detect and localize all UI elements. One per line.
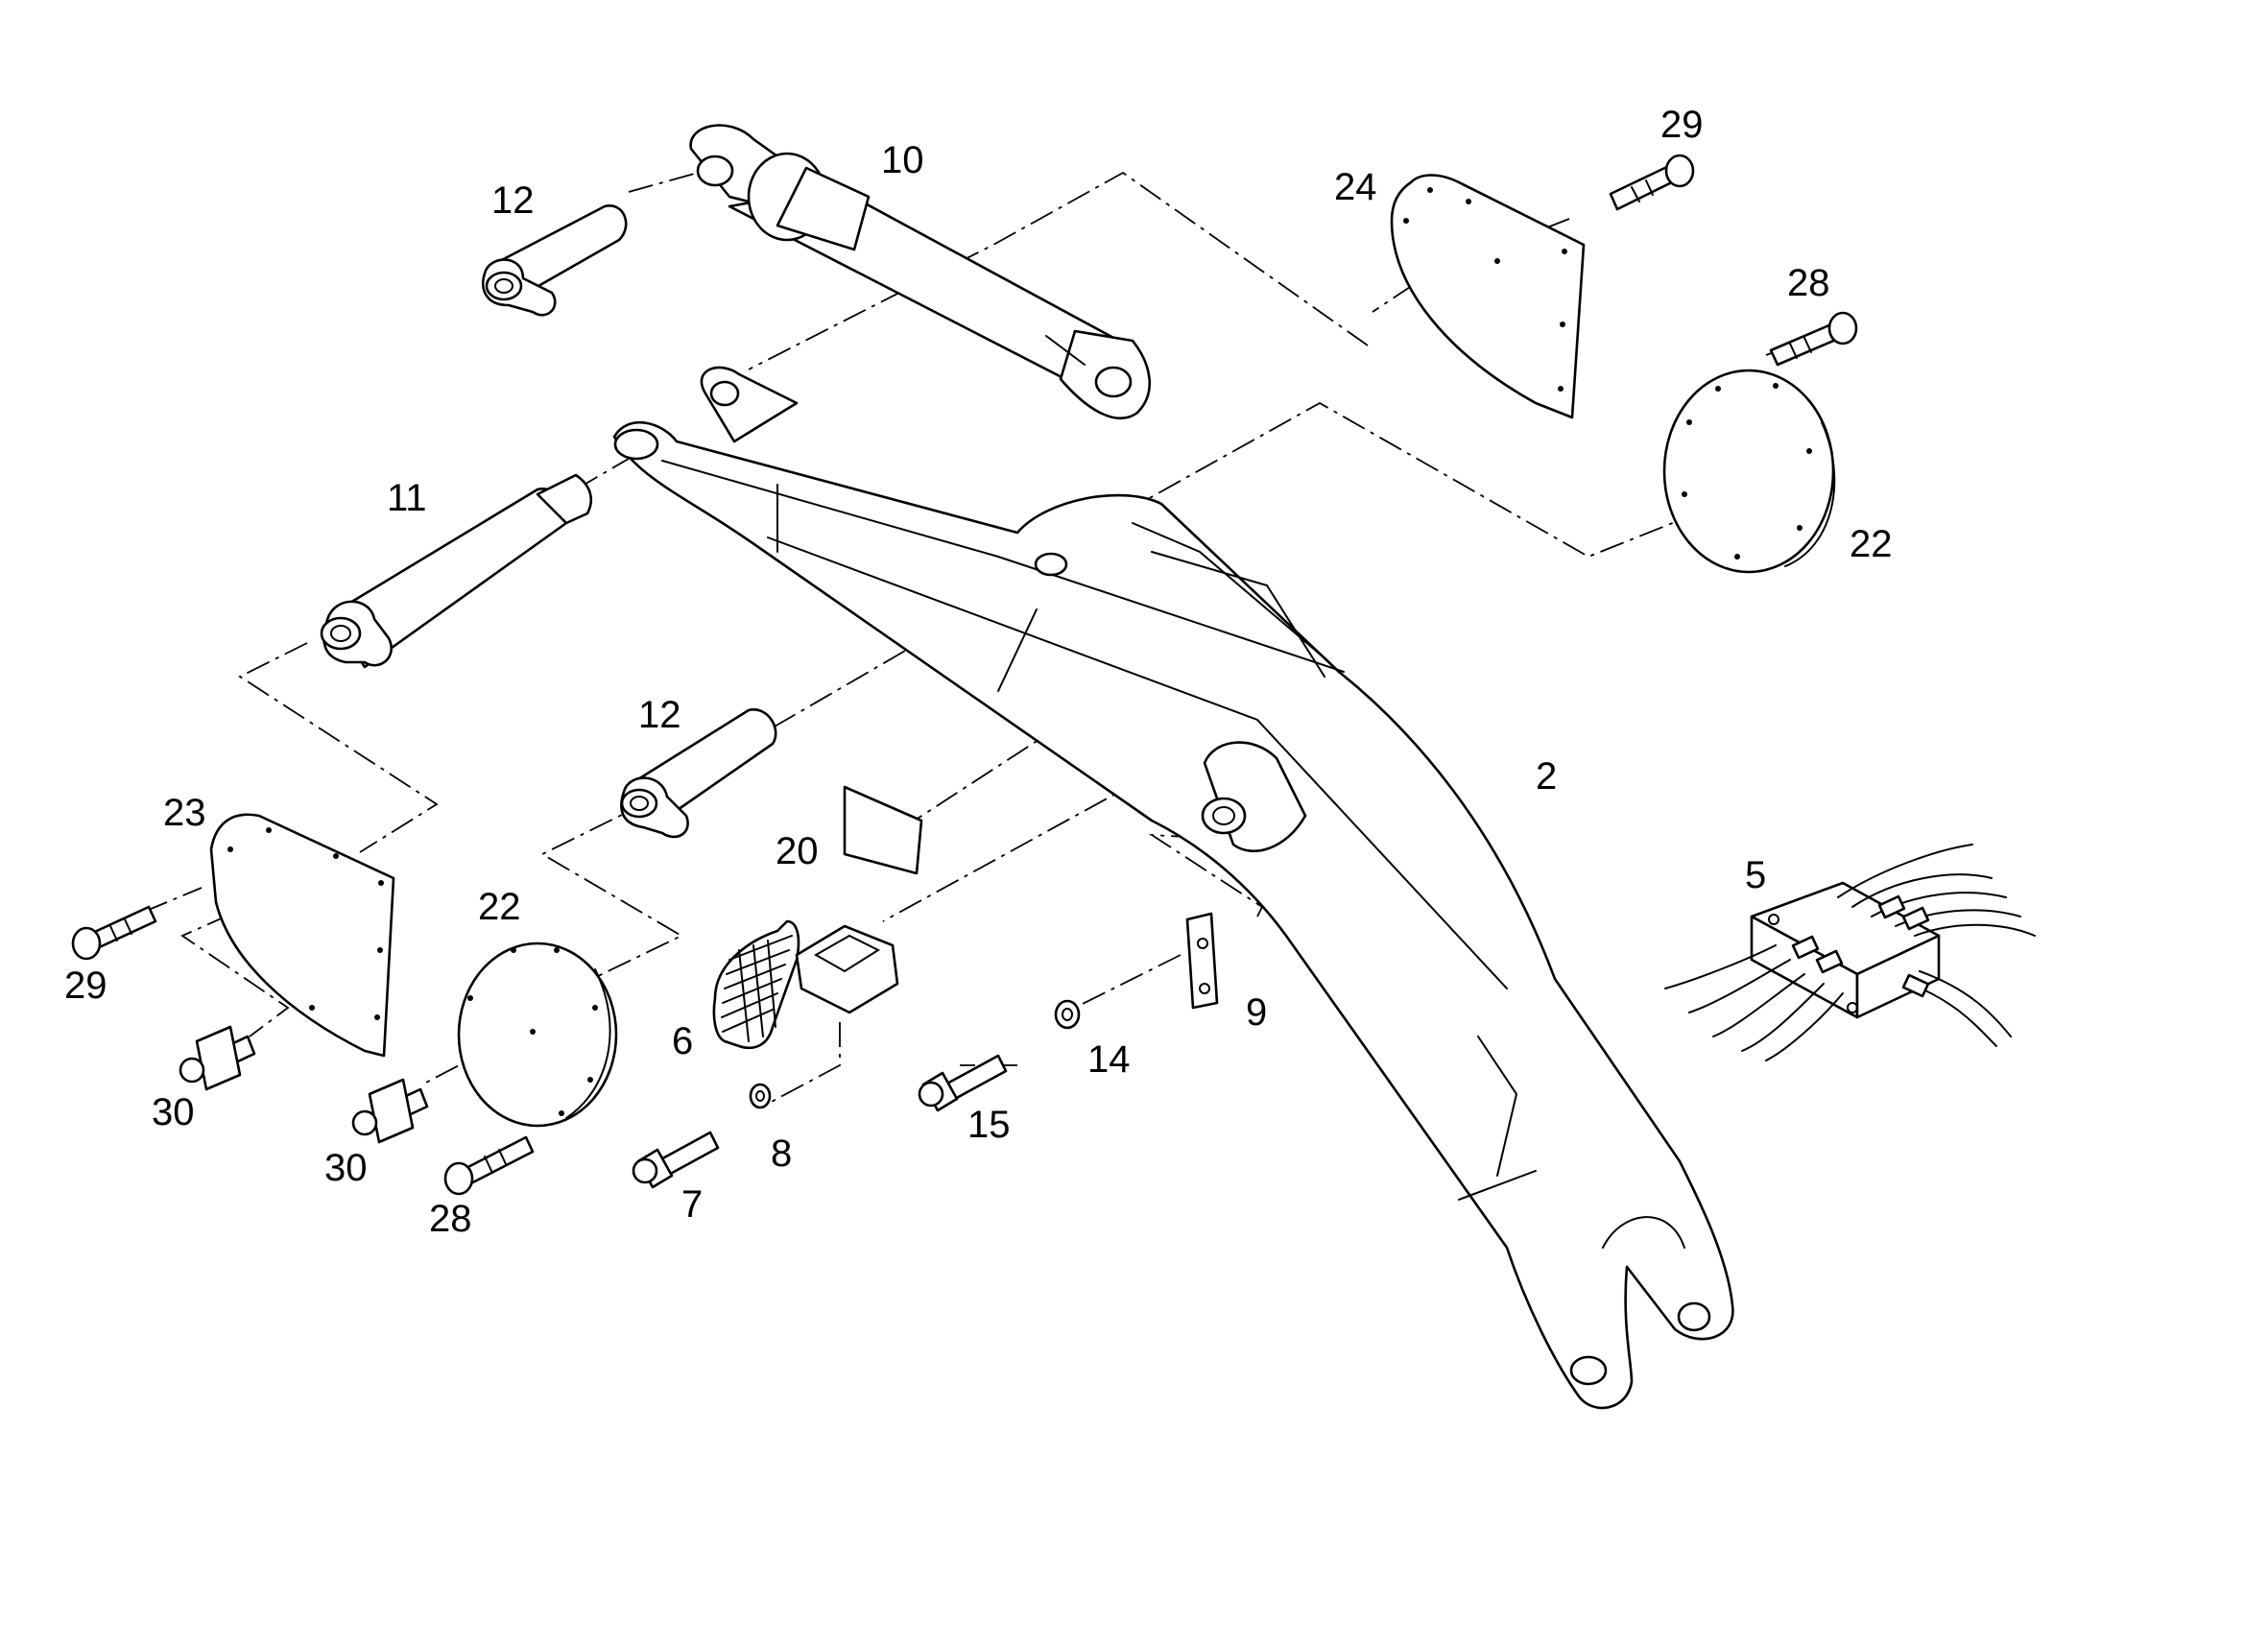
socket-screw-icon xyxy=(1609,154,1695,211)
callout-label: 7 xyxy=(681,1183,703,1226)
callout-label: 6 xyxy=(672,1020,693,1062)
decal-label-icon xyxy=(843,785,923,875)
callout-label: 23 xyxy=(163,792,206,834)
callout-label: 24 xyxy=(1334,166,1377,208)
hydraulic-valve-block-icon xyxy=(1664,844,2036,1061)
cover-plate-icon xyxy=(1390,174,1586,419)
callout-label: 28 xyxy=(429,1198,472,1240)
callout-label: 2 xyxy=(1536,755,1557,798)
pin-icon xyxy=(620,708,777,839)
callout-label: 8 xyxy=(771,1132,792,1175)
hydraulic-cylinder-icon xyxy=(689,124,1151,420)
socket-screw-icon xyxy=(443,1135,535,1196)
leader-line xyxy=(767,1022,841,1105)
cover-plate-icon xyxy=(209,813,395,1058)
leader-line xyxy=(906,700,1100,826)
step-grating-icon xyxy=(712,919,899,1050)
callout-label: 10 xyxy=(881,139,924,181)
callout-label: 5 xyxy=(1745,854,1766,896)
grease-nipple-icon xyxy=(351,1078,429,1144)
callout-label: 30 xyxy=(324,1147,368,1189)
callout-label: 11 xyxy=(387,477,427,519)
hex-bolt-icon xyxy=(632,1131,720,1189)
plate-icon xyxy=(1185,912,1219,1010)
callout-label: 9 xyxy=(1246,991,1267,1034)
callout-label: 12 xyxy=(491,179,535,222)
pin-icon xyxy=(481,204,628,317)
callout-label: 22 xyxy=(1850,523,1893,565)
callout-label: 22 xyxy=(478,886,521,928)
leader-line xyxy=(748,171,1369,370)
round-cover-icon xyxy=(457,941,618,1128)
callout-labels: 10 12 29 24 28 22 11 12 2 23 20 5 22 29 … xyxy=(64,104,1893,1240)
callout-label: 15 xyxy=(967,1104,1011,1146)
round-cover-icon xyxy=(1662,369,1836,574)
callout-label: 12 xyxy=(638,694,681,736)
washer-icon xyxy=(749,1083,772,1109)
callout-label: 20 xyxy=(776,830,819,872)
boom-arm-icon xyxy=(612,366,1734,1410)
socket-screw-icon xyxy=(71,905,157,961)
socket-screw-icon xyxy=(1769,311,1858,367)
callout-label: 29 xyxy=(64,965,107,1007)
leader-line xyxy=(143,887,203,913)
callout-label: 14 xyxy=(1087,1038,1131,1081)
pin-icon xyxy=(320,473,592,669)
hex-bolt-icon xyxy=(918,1054,1008,1112)
callout-label: 29 xyxy=(1660,104,1704,146)
washer-icon xyxy=(1054,999,1081,1030)
callout-label: 30 xyxy=(152,1091,195,1133)
grease-nipple-icon xyxy=(179,1025,256,1091)
leader-line xyxy=(238,642,439,853)
callout-label: 28 xyxy=(1787,262,1830,304)
leader-line xyxy=(1074,954,1182,1009)
